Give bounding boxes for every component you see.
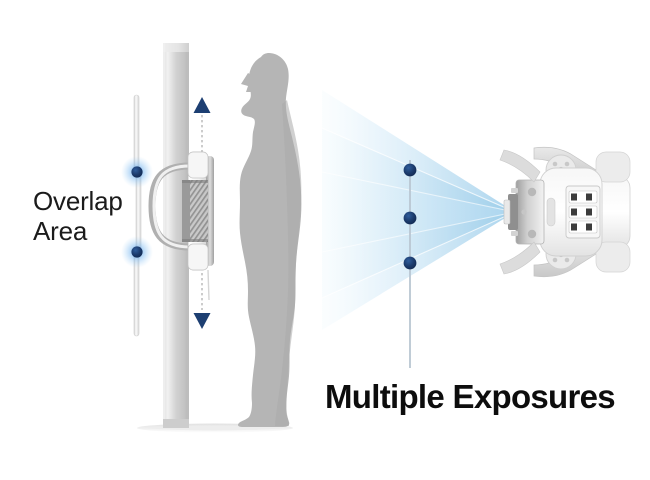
xray-tube-head — [499, 146, 631, 278]
exposure-center-markers — [403, 163, 417, 270]
detector-travel-arrows — [193, 97, 211, 329]
arrow-down-icon — [193, 268, 211, 329]
page-title: Multiple Exposures — [325, 378, 616, 415]
overlap-area-label-line2: Area — [33, 216, 88, 247]
overlap-markers — [121, 156, 153, 268]
patient-silhouette — [238, 53, 302, 427]
xray-beam-cone — [321, 90, 516, 330]
arrow-up-icon — [193, 97, 211, 152]
detector-panel — [148, 151, 214, 301]
overlap-area-label-line1: Overlap — [33, 186, 123, 216]
